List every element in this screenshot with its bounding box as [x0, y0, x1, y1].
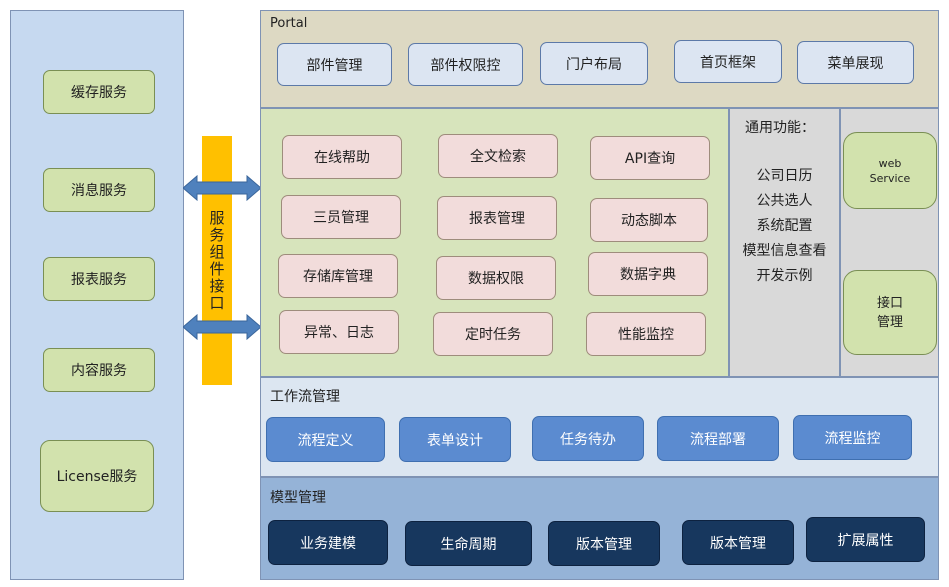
portal-item-home-frame: 首页框架: [674, 40, 782, 83]
service-interface-label: 服务组件接口: [207, 209, 226, 312]
double-arrow-lower: [183, 314, 261, 340]
component-data-permission: 数据权限: [436, 256, 556, 300]
common-functions-list: 公司日历 公共选人 系统配置 模型信息查看 开发示例: [729, 164, 840, 289]
webservice-box: web Service: [843, 132, 937, 209]
common-item: 系统配置: [756, 218, 813, 234]
common-item: 公共选人: [756, 193, 813, 209]
service-content: 内容服务: [43, 348, 155, 392]
component-performance-monitor: 性能监控: [586, 312, 706, 356]
workflow-item-monitor: 流程监控: [793, 415, 912, 460]
model-item-lifecycle: 生命周期: [405, 521, 532, 566]
service-cache: 缓存服务: [43, 70, 155, 114]
workflow-item-todo: 任务待办: [532, 416, 644, 461]
model-item-extended-attributes: 扩展属性: [806, 517, 925, 562]
component-scheduled-task: 定时任务: [433, 312, 553, 356]
component-three-admins: 三员管理: [281, 195, 401, 239]
workflow-item-deploy: 流程部署: [657, 416, 779, 461]
workflow-item-definition: 流程定义: [266, 417, 385, 462]
common-item: 公司日历: [756, 168, 813, 184]
service-interface-bar: 服务组件接口: [202, 136, 232, 385]
interface-mgmt-box: 接口 管理: [843, 270, 937, 355]
component-online-help: 在线帮助: [282, 135, 402, 179]
workflow-item-form-design: 表单设计: [399, 417, 511, 462]
common-functions-title: 通用功能：: [745, 120, 815, 136]
model-item-business-modeling: 业务建模: [268, 520, 388, 565]
common-functions-panel: [729, 108, 840, 377]
model-title: 模型管理: [270, 490, 326, 506]
portal-title: Portal: [270, 16, 308, 31]
common-item: 模型信息查看: [742, 243, 827, 259]
component-report-mgmt: 报表管理: [437, 196, 557, 240]
portal-item-widget-permission: 部件权限控: [408, 43, 523, 86]
service-message: 消息服务: [43, 168, 155, 212]
model-item-version-mgmt-2: 版本管理: [682, 520, 794, 565]
common-item: 开发示例: [756, 268, 813, 284]
portal-item-widget-mgmt: 部件管理: [277, 43, 392, 86]
portal-item-menu: 菜单展现: [797, 41, 914, 84]
component-fulltext-search: 全文检索: [438, 134, 558, 178]
component-api-query: API查询: [590, 136, 710, 180]
service-license: License服务: [40, 440, 154, 512]
component-exception-log: 异常、日志: [279, 310, 399, 354]
double-arrow-upper: [183, 175, 261, 201]
portal-item-layout: 门户布局: [540, 42, 648, 85]
component-repository-mgmt: 存储库管理: [278, 254, 398, 298]
component-dynamic-script: 动态脚本: [590, 198, 708, 242]
component-data-dictionary: 数据字典: [588, 252, 708, 296]
service-report: 报表服务: [43, 257, 155, 301]
workflow-title: 工作流管理: [270, 389, 340, 405]
model-item-version-mgmt-1: 版本管理: [548, 521, 660, 566]
